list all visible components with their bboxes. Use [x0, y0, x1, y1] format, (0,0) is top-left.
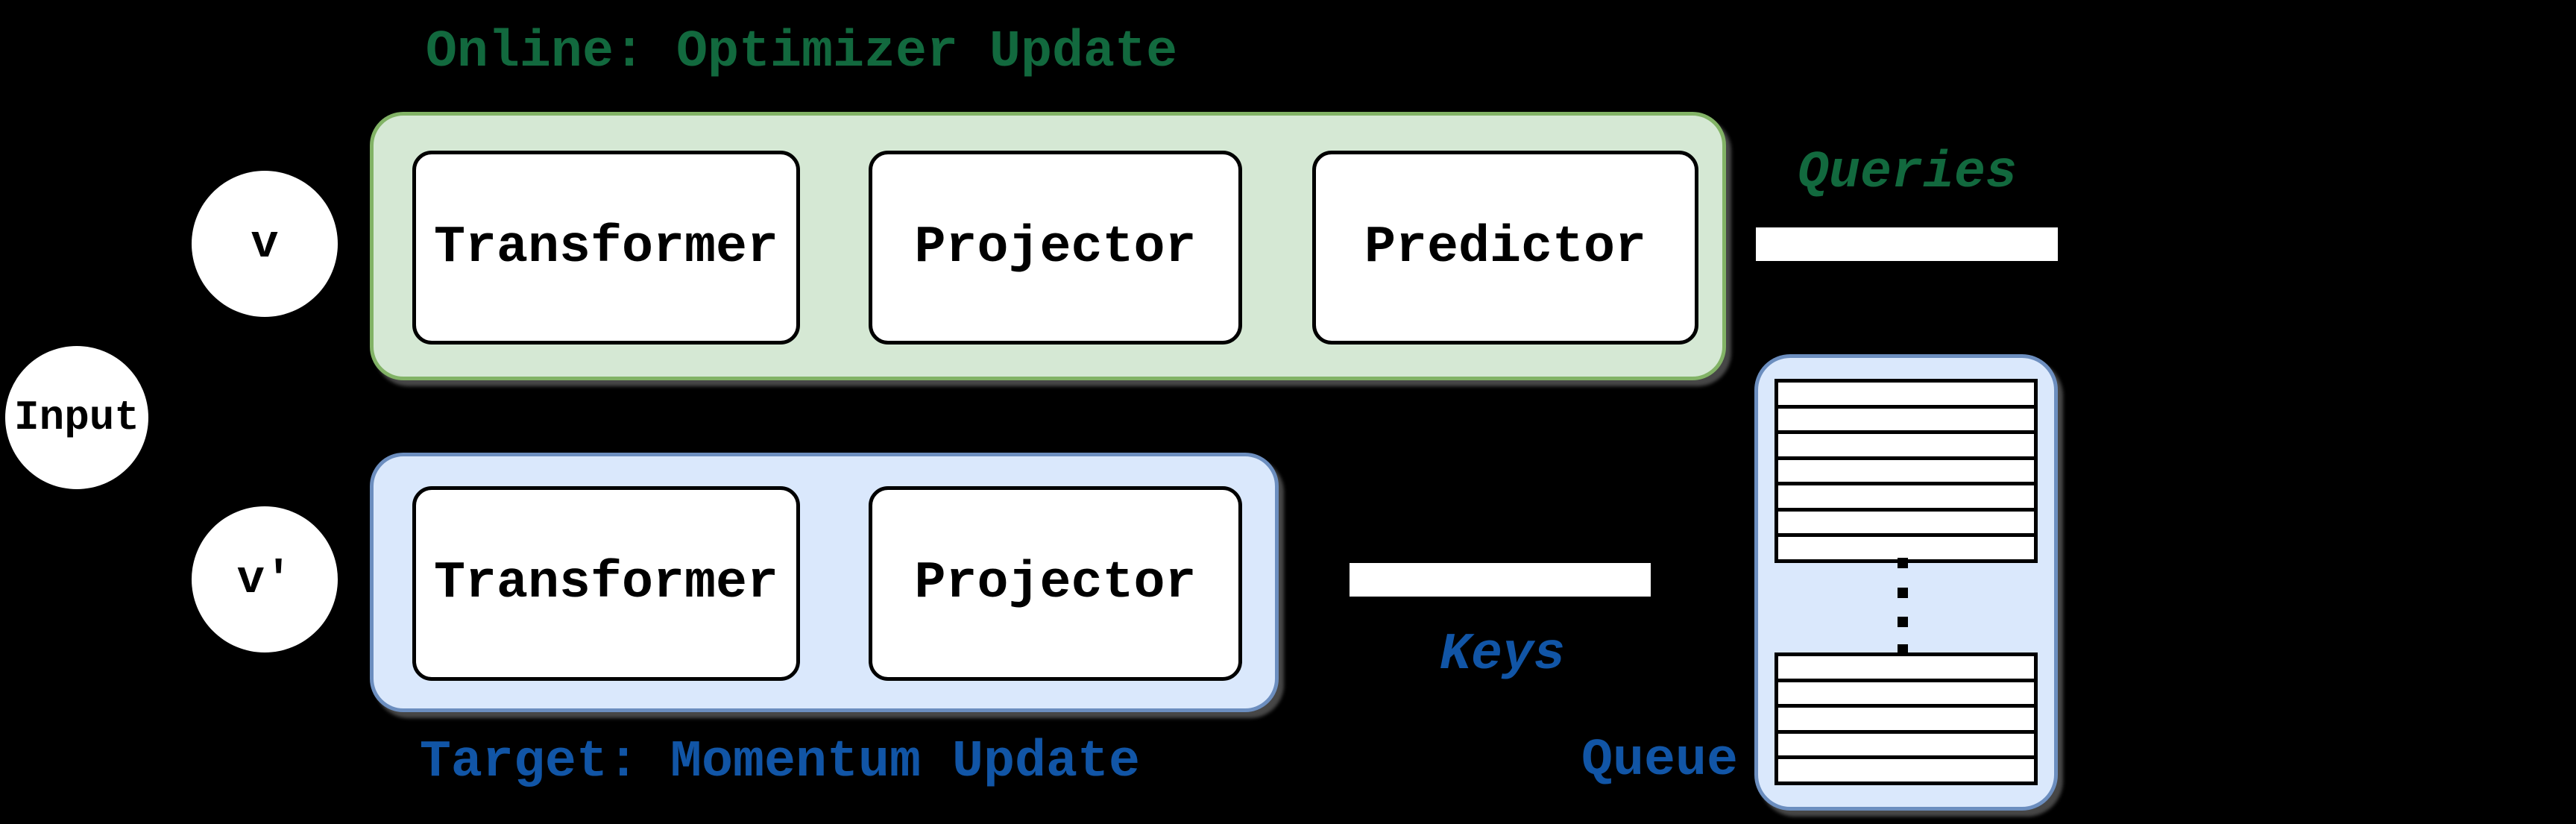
queue-label: Queue [1581, 732, 1739, 790]
queue-row [1778, 755, 2034, 781]
edge-input-to-v-prime [136, 457, 210, 544]
online-predictor-box: Predictor [1312, 151, 1698, 345]
queue-dot-icon [1898, 644, 1908, 655]
keys-label: Keys [1439, 626, 1566, 685]
queue-row [1778, 383, 2034, 405]
input-node-label: Input [13, 394, 140, 441]
queries-vector-bar [1756, 227, 2058, 261]
input-node: Input [5, 346, 148, 489]
view-v-prime-node: v' [192, 506, 338, 652]
view-v-node: v [192, 171, 338, 317]
target-transformer-label: Transformer [433, 554, 779, 613]
queue-row [1778, 482, 2034, 508]
online-projector-box: Projector [869, 151, 1242, 345]
view-v-label: v [251, 217, 279, 271]
queue-row [1778, 656, 2034, 679]
queue-row [1778, 704, 2034, 730]
target-projector-box: Projector [869, 486, 1242, 681]
online-predictor-label: Predictor [1364, 218, 1647, 277]
queue-row [1778, 404, 2034, 431]
target-projector-label: Projector [914, 554, 1197, 613]
online-branch-title: Online: Optimizer Update [425, 23, 1178, 82]
queries-label: Queries [1797, 144, 2018, 203]
queue-stack-top [1774, 379, 2038, 563]
queue-stack-bottom [1774, 652, 2038, 785]
queue-row [1778, 729, 2034, 756]
online-transformer-label: Transformer [433, 218, 779, 277]
queue-dot-icon [1898, 558, 1908, 568]
queue-row [1778, 533, 2034, 560]
queue-row [1778, 430, 2034, 456]
view-v-prime-label: v' [236, 553, 293, 606]
target-transformer-box: Transformer [412, 486, 800, 681]
target-branch-title: Target: Momentum Update [419, 733, 1141, 792]
queue-dot-icon [1898, 588, 1908, 598]
online-transformer-box: Transformer [412, 151, 800, 345]
queue-row [1778, 678, 2034, 705]
edge-input-to-v [136, 291, 210, 378]
queue-row [1778, 507, 2034, 534]
queue-row [1778, 456, 2034, 482]
keys-vector-bar [1350, 563, 1651, 597]
queue-dot-icon [1898, 617, 1908, 627]
online-projector-label: Projector [914, 218, 1197, 277]
